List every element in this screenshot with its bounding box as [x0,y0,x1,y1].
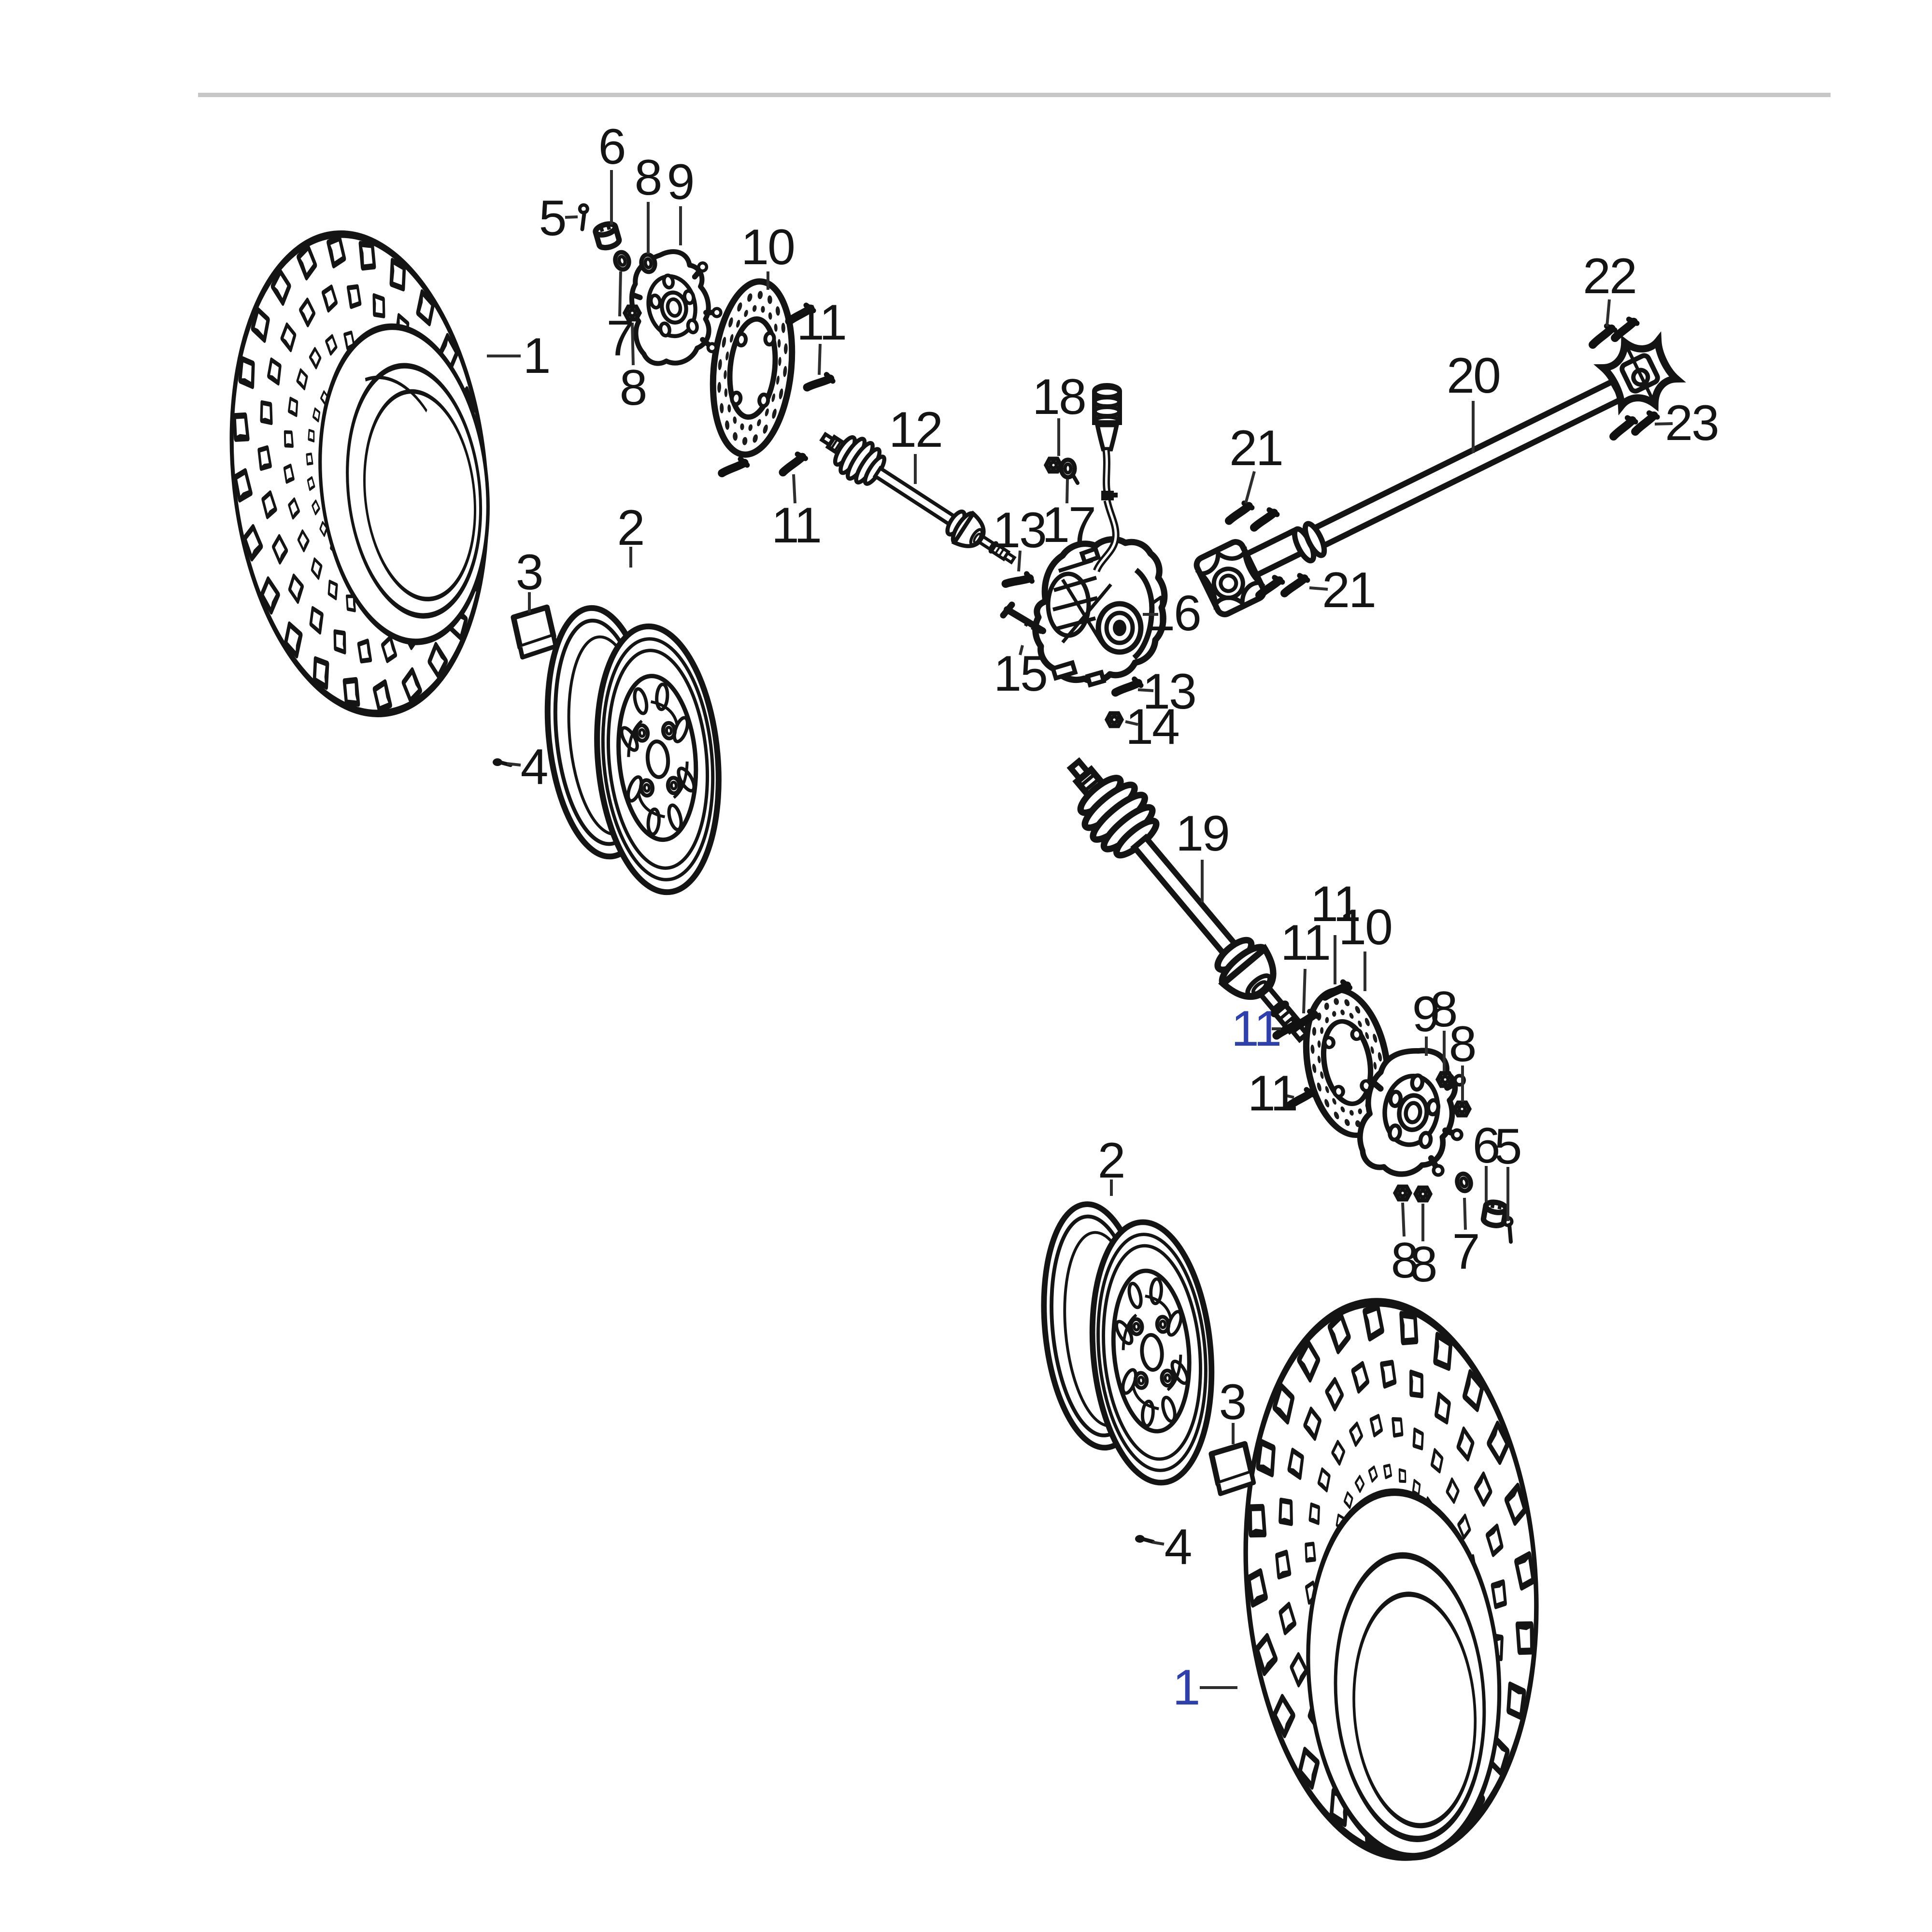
callout-6-2: 6 [598,119,626,175]
speed-sensor-grommet-drawing [1059,457,1080,485]
callout-20-21: 20 [1447,348,1501,404]
bolt-icon [1227,502,1253,521]
breather-hose-drawing [1092,383,1122,573]
callout-11-9: 11 [771,497,822,554]
header-divider-line [198,93,1831,97]
leader-lines [487,170,1673,1689]
washer-icon [1455,1172,1473,1193]
callout-11-27: 11 [1280,915,1331,971]
callout-11-28: 11 [1310,876,1361,932]
callout-6-35: 6 [1472,1118,1501,1174]
leader-line [1019,645,1024,655]
cotter-pin-icon [1504,1218,1512,1242]
callout-18-15: 18 [1032,369,1087,425]
washer-icon [640,254,656,273]
callout-3-41: 3 [1219,1374,1247,1430]
callout-21-22: 21 [1229,420,1284,476]
leader-line [1137,688,1154,692]
rear-cv-axle-drawing [1050,743,1328,1058]
leader-line [631,322,635,366]
leader-line [818,343,822,375]
callout-2-11: 2 [617,500,645,556]
bolt-icon [1006,568,1034,591]
callout-8-6: 8 [619,360,648,416]
leader-line [792,474,796,504]
leader-line [1605,299,1611,327]
callout-10-7: 10 [741,219,796,275]
callout-12-10: 12 [889,402,943,458]
callout-2-40: 2 [1097,1133,1126,1189]
upper-tire-drawing [209,221,510,726]
leader-line [1463,1197,1467,1230]
valve-screw-icon [1135,1535,1153,1543]
nut-icon [1107,713,1122,726]
callout-7-5: 7 [606,311,635,367]
callout-5-1: 5 [539,190,567,246]
bolt-icon [1283,575,1308,593]
leader-line [1017,550,1022,572]
callout-8-3: 8 [634,150,663,206]
callout-8-38: 8 [1391,1233,1419,1289]
callout-19-26: 19 [1176,806,1230,862]
callout-8-34: 8 [1449,1016,1477,1072]
leader-line [507,762,521,767]
leader-line [1309,586,1328,591]
leader-line [1244,471,1256,504]
nut-icon [1438,1073,1452,1086]
nut-icon [1455,1103,1469,1115]
upper-wheel-rim-drawing [538,598,729,901]
leader-line [1152,1541,1165,1546]
callout-16-18: 16 [1147,585,1202,641]
callout-8-33: 8 [1430,981,1458,1037]
callout-17-16: 17 [1042,497,1096,553]
callout-9-32: 9 [1412,986,1440,1042]
callout-5-36: 5 [1494,1119,1522,1175]
callout-22-24: 22 [1583,248,1637,304]
upper-brake-disc-drawing [705,278,800,459]
washer-icon [613,251,631,271]
drive-shaft-drawing [1193,329,1682,617]
bolt-icon [722,457,748,476]
callout-1-43[interactable]: 1 [1172,1660,1201,1716]
callout-10-29: 10 [1338,899,1393,955]
callout-9-4: 9 [667,154,695,210]
differential-gearcase-drawing [1032,536,1168,688]
callout-11-31: 11 [1248,1065,1298,1122]
callout-1-0: 1 [523,328,551,384]
callout-14-20: 14 [1125,699,1180,755]
leader-line [1302,968,1307,1014]
callout-4-42: 4 [1164,1519,1193,1575]
bolt-icon [781,453,807,472]
callout-15-17: 15 [994,646,1048,702]
lower-tire-drawing [1228,1293,1555,1867]
callout-7-37: 7 [1452,1224,1480,1280]
callout-3-12: 3 [515,544,544,600]
bolt-icon [1252,509,1278,527]
leader-line [1285,1094,1294,1099]
lower-wheel-rim-drawing [1035,1194,1222,1492]
callout-11-8: 11 [796,295,847,351]
callout-4-13: 4 [520,739,549,795]
callout-23-25: 23 [1665,395,1719,451]
callout-11-30[interactable]: 11 [1231,1001,1282,1057]
nut-icon [1395,1187,1410,1199]
callout-13-14: 13 [993,502,1047,558]
leader-line [1401,1202,1406,1237]
nut-icon [1046,459,1061,471]
leader-line [1125,720,1138,726]
nut-icon [1416,1188,1430,1200]
castle-nut-icon [594,222,620,250]
callout-8-39: 8 [1409,1236,1438,1293]
callout-13-19: 13 [1142,664,1197,720]
bolt-icon [1115,677,1141,696]
balance-patch-icon [513,607,555,657]
leader-line [618,271,622,317]
callout-21-23: 21 [1322,562,1377,618]
balance-patch-icon [1211,1444,1253,1494]
